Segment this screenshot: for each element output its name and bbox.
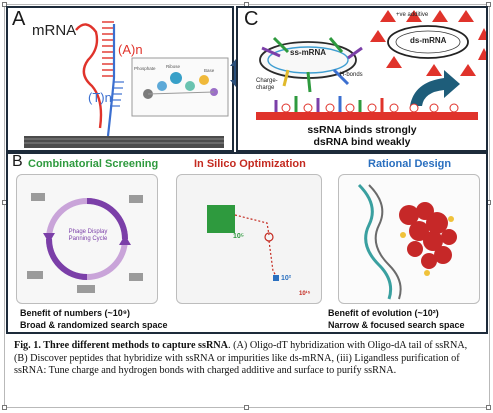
column-title-rational: Rational Design [368, 158, 452, 170]
ssrna-sticks [261, 36, 363, 93]
surface-posts [274, 96, 384, 112]
polyt-strand [106, 24, 116, 137]
positive-additive-triangles [370, 10, 486, 76]
charged-surface [256, 112, 478, 120]
insilico-count-small: 10² [281, 275, 292, 282]
mrna-strand [75, 23, 103, 129]
ds-mrna-oval [387, 25, 469, 59]
panel-b: B Combinatorial Screening In Silico Opti… [6, 152, 488, 334]
caption-title: Fig. 1. Three different methods to captu… [14, 340, 229, 351]
nucleotide-structure [143, 72, 218, 99]
panel-c: C [236, 6, 488, 152]
resize-handle-top-right[interactable] [486, 2, 491, 7]
left-benefit-line1: Benefit of numbers (~10⁹) [20, 308, 131, 318]
panel-a: A mRNA [6, 6, 234, 152]
figure-caption: Fig. 1. Three different methods to captu… [14, 340, 474, 378]
structure-label-ribose: Ribose [166, 64, 181, 69]
polya-ladder [102, 21, 114, 77]
protein-rna-structure [357, 183, 457, 300]
polyt-label: (T)n [88, 90, 112, 105]
left-benefit-line2: Broad & randomized search space [20, 320, 168, 330]
resize-handle-bottom-left[interactable] [2, 405, 7, 410]
ss-mrna-label: ss-mRNA [290, 48, 327, 57]
polya-label: (A)n [118, 42, 143, 57]
polyt-ticks [110, 81, 124, 107]
structure-label-phosphate: Phosphate [134, 66, 156, 71]
resize-handle-top-left[interactable] [2, 2, 7, 7]
charge-charge-label: Charge- charge [256, 78, 278, 91]
caption-text: . (A) Oligo-dT hybridization with Oligo-… [14, 340, 468, 376]
release-arrow-icon [410, 70, 460, 106]
h-bonds-label: H-bonds [340, 72, 363, 78]
insilico-count-large: 10⁵ [233, 233, 245, 240]
resize-handle-bottom-mid[interactable] [244, 405, 249, 410]
insilico-count-corner: 10¹⁵ [299, 291, 311, 297]
phage-cycle-diagram [27, 193, 143, 293]
hybridization-illustration [24, 21, 229, 148]
cycle-center-label: Phage Display Panning Cycle [68, 229, 108, 242]
mrna-label: mRNA [32, 22, 77, 39]
structure-inset [131, 57, 229, 117]
panel-b-letter: B [12, 153, 23, 170]
ligandless-purification-illustration [256, 10, 486, 120]
insilico-thumbnail: 10⁵ 10² 10¹⁵ [176, 174, 322, 304]
panel-c-footer-line2: dsRNA bind weakly [313, 136, 411, 148]
column-title-insilico: In Silico Optimization [194, 158, 306, 170]
phage-display-thumbnail: Phage Display Panning Cycle [16, 174, 158, 304]
ds-mrna-label: ds-mRNA [410, 36, 447, 45]
rational-design-thumbnail [338, 174, 480, 304]
structure-label-base: Base [204, 68, 215, 73]
insilico-funnel-diagram [207, 205, 279, 281]
solid-support [24, 136, 224, 148]
right-benefit-line1: Benefit of evolution (~10²) [328, 308, 439, 318]
right-benefit-line2: Narrow & focused search space [328, 320, 465, 330]
panel-a-letter: A [12, 8, 26, 30]
resize-handle-bottom-right[interactable] [486, 405, 491, 410]
column-title-combinatorial: Combinatorial Screening [28, 158, 159, 170]
panel-c-letter: C [244, 8, 259, 30]
panel-c-footer-line1: ssRNA binds strongly [307, 124, 417, 136]
surface-plus-signs [281, 103, 459, 113]
additive-label: +ve additive [396, 12, 429, 18]
